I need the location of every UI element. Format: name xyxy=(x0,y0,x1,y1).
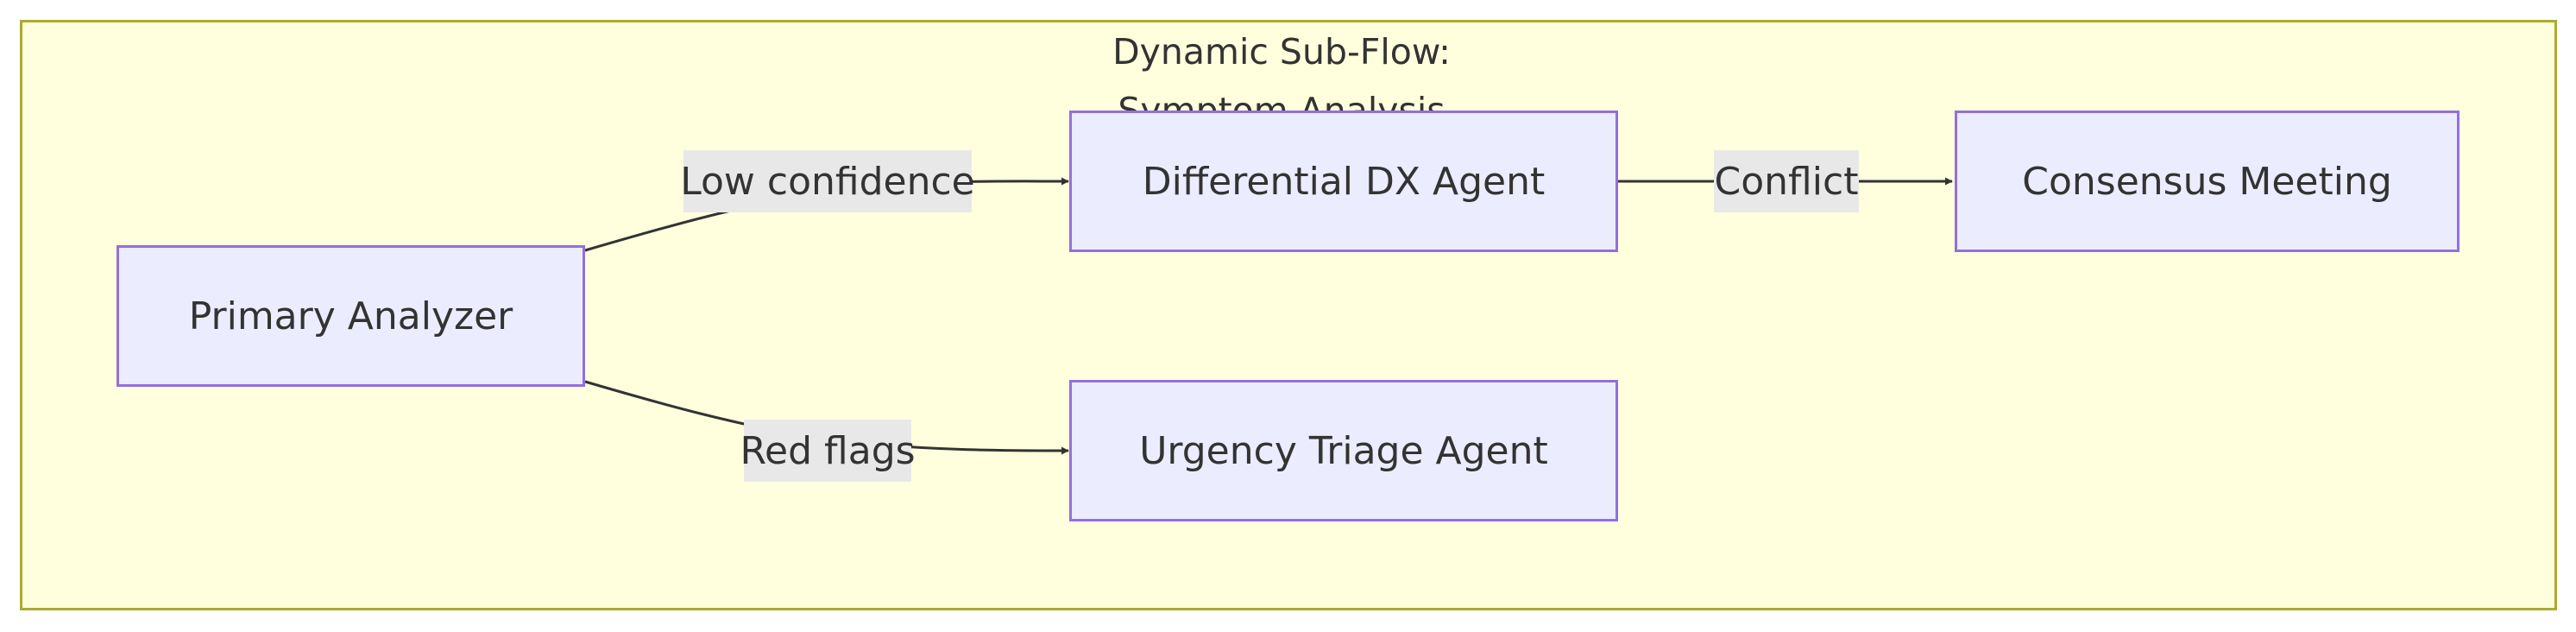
node-primary-analyzer[interactable]: Primary Analyzer xyxy=(117,245,585,387)
node-differential-dx-agent[interactable]: Differential DX Agent xyxy=(1069,111,1618,252)
node-label: Primary Analyzer xyxy=(188,294,513,338)
edge-label-low-confidence: Low confidence xyxy=(680,150,975,212)
node-label: Consensus Meeting xyxy=(2022,159,2392,204)
node-urgency-triage-agent[interactable]: Urgency Triage Agent xyxy=(1069,380,1618,521)
edge-label-red-flags: Red flags xyxy=(740,420,916,482)
node-consensus-meeting[interactable]: Consensus Meeting xyxy=(1955,111,2459,252)
node-label: Differential DX Agent xyxy=(1142,159,1546,204)
edge-label-conflict: Conflict xyxy=(1714,150,1859,212)
node-label: Urgency Triage Agent xyxy=(1139,428,1548,473)
